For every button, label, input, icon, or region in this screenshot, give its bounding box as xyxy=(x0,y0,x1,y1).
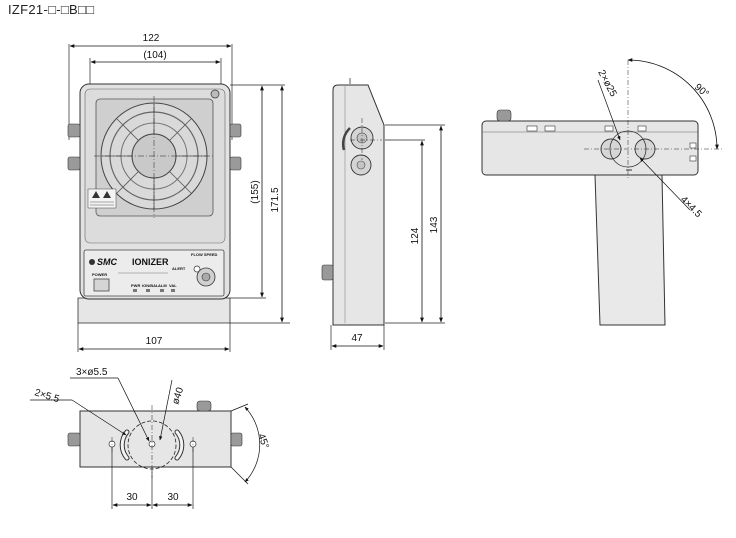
dim-104-label: (104) xyxy=(143,50,166,61)
panel-label-pwr: PWR xyxy=(131,283,140,288)
circle-note-40: ø40 xyxy=(170,386,186,406)
dim-155-label: (155) xyxy=(250,180,261,203)
panel-label-ion-bal: ION/BAL xyxy=(142,283,159,288)
dim-107-label: 107 xyxy=(146,336,163,347)
side-extension-lines xyxy=(330,124,445,350)
fan-centerlines xyxy=(94,96,214,218)
indicator-led-1 xyxy=(133,289,137,292)
hole-note-3x5-5: 3×ø5.5 xyxy=(76,367,108,378)
front-view: 122 (104) 107 (155) 171.5 xyxy=(67,33,290,352)
slot-note-2x5-5: 2×5.5 xyxy=(33,387,61,405)
power-switch[interactable] xyxy=(93,278,110,292)
bottom-knob-left xyxy=(67,432,81,447)
indicator-led-4 xyxy=(171,289,175,292)
bottom-knob-right xyxy=(230,432,243,447)
angle-45-arc xyxy=(244,406,261,483)
top-stand xyxy=(594,174,666,326)
top-view: 90° 2×ø25 4×4.5 xyxy=(481,58,722,326)
side-slot-arc xyxy=(341,127,351,151)
brand-logo: SMC xyxy=(97,257,118,267)
bottom-view: 3×ø5.5 2×5.5 ø40 45° 30 30 xyxy=(30,367,271,509)
slot-note-4x4-5: 4×4.5 xyxy=(678,194,704,220)
product-name: IONIZER xyxy=(132,257,169,267)
brand-mark-icon xyxy=(89,259,95,265)
front-right-knob-upper xyxy=(229,123,242,138)
top-knob xyxy=(496,109,512,122)
dim-143-label: 143 xyxy=(429,216,440,233)
bottom-body xyxy=(79,410,232,468)
angle-90-arc xyxy=(627,58,719,150)
front-left-knob-upper xyxy=(67,123,81,138)
indicator-led-2 xyxy=(146,289,150,292)
front-screw xyxy=(210,89,220,99)
side-stand xyxy=(332,84,385,326)
side-view: 124 143 47 xyxy=(321,78,445,350)
dim-47-label: 47 xyxy=(351,333,363,344)
dim-124-label: 124 xyxy=(410,227,421,244)
drawing-title: IZF21-□-□B□□ xyxy=(8,2,95,17)
dim-122-label: 122 xyxy=(143,33,160,44)
bottom-knob-top xyxy=(196,400,212,412)
panel-label-power: POWER xyxy=(92,272,107,277)
angle-45-label: 45° xyxy=(255,432,271,450)
dim-30-right-label: 30 xyxy=(167,492,179,503)
panel-label-alm: ALM xyxy=(158,283,167,288)
dim-30-left-label: 30 xyxy=(126,492,138,503)
panel-label-flow-speed: FLOW SPEED xyxy=(191,252,218,257)
top-body xyxy=(481,120,699,176)
warning-triangle-icon xyxy=(92,191,111,198)
panel-label-val: VAL xyxy=(169,283,177,288)
front-base-plate xyxy=(77,297,231,324)
side-knob xyxy=(321,264,334,281)
front-right-knob-lower xyxy=(229,156,242,171)
dim-171-5-label: 171.5 xyxy=(270,187,281,212)
angle-90-label: 90° xyxy=(692,82,711,100)
indicator-led-3 xyxy=(160,289,164,292)
hole-note-2x25: 2×ø25 xyxy=(595,68,618,99)
panel-label-alert: ALERT xyxy=(172,266,186,271)
alert-indicator xyxy=(193,265,201,273)
front-left-knob-lower xyxy=(67,156,81,171)
